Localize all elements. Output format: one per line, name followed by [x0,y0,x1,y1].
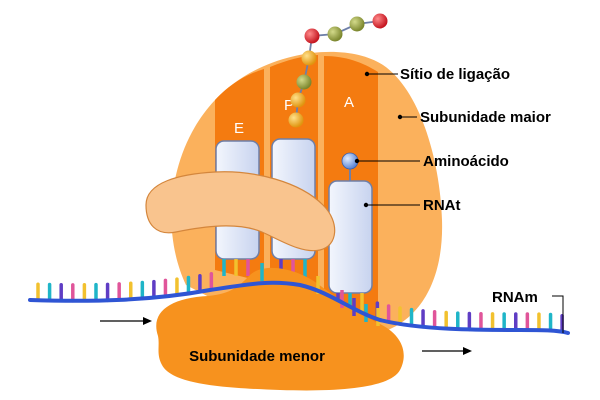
direction-arrow-left [100,317,152,325]
small-subunit [156,267,404,391]
amino-acid-4 [304,28,320,44]
amino-acid-6 [296,74,312,90]
amino-acid-chain [288,13,388,170]
mrna-strand [28,263,570,335]
large-subunit-label: Subunidade maior [420,109,551,126]
binding-site-label: Sítio de ligação [400,66,510,83]
trna-a [328,168,373,313]
amino-acid-5 [301,50,317,66]
amino-acid-2 [349,16,365,32]
amino-acid-label: Aminoácido [423,153,509,170]
site-label-p: P [284,97,294,114]
callouts: Sítio de ligação Subunidade maior Aminoá… [354,66,564,333]
site-label-e: E [234,120,244,137]
amino-acid-8 [288,112,304,128]
amino-acid-1 [372,13,388,29]
amino-acid-3 [327,26,343,42]
site-label-a: A [344,94,354,111]
amino-acid-7 [290,92,306,108]
small-subunit-label: Subunidade menor [189,348,325,365]
direction-arrow-right [422,347,472,355]
mrna-backbone [28,280,570,335]
cap-shape [145,171,336,252]
mrna-label: RNAm [492,289,538,306]
trna-label: RNAt [423,197,461,214]
